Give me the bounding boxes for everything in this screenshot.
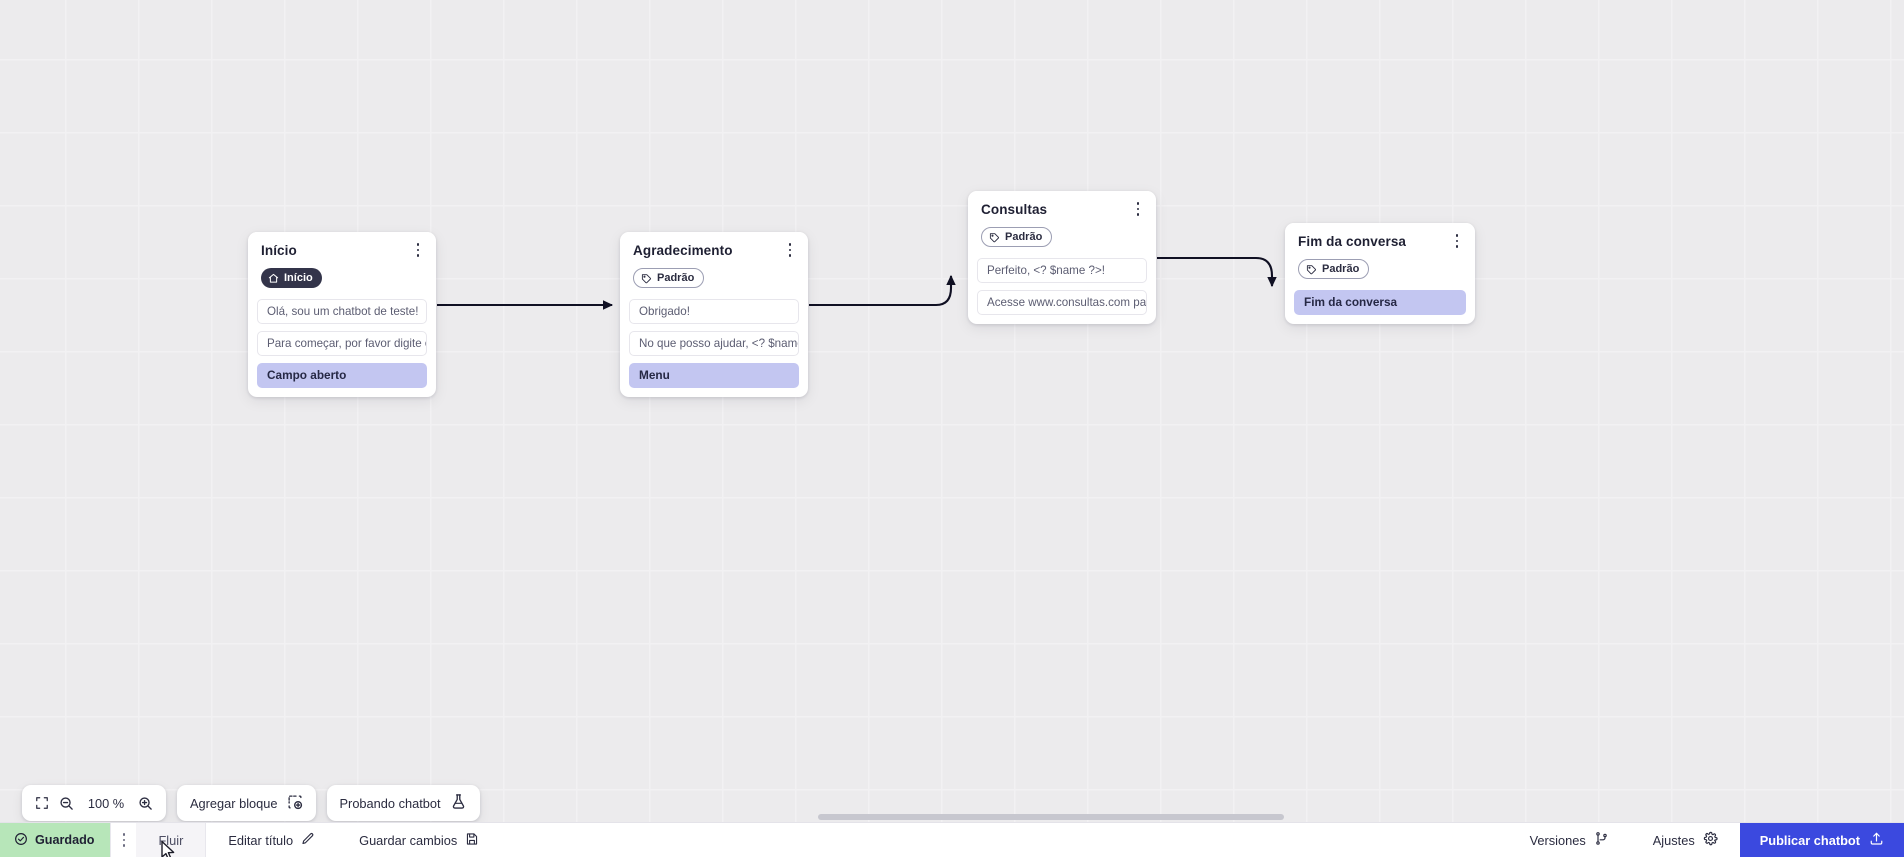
- status-badge[interactable]: Padrão: [633, 268, 705, 288]
- node-title: Agradecimento: [633, 243, 733, 258]
- save-icon: [465, 832, 479, 849]
- scrollbar-thumb[interactable]: [818, 814, 1284, 820]
- add-block-label: Agregar bloque: [190, 795, 278, 811]
- settings-button[interactable]: Ajustes: [1631, 823, 1740, 857]
- gear-icon: [1703, 831, 1718, 849]
- saved-status-label: Guardado: [35, 833, 95, 847]
- flow-node-inicio[interactable]: Início Início Olá, sou um c: [248, 232, 436, 397]
- status-badge[interactable]: Início: [261, 268, 322, 288]
- settings-label: Ajustes: [1652, 832, 1695, 848]
- node-body: Fim da conversa: [1285, 289, 1475, 315]
- node-message-row[interactable]: Para começar, por favor digite o ...: [257, 330, 427, 356]
- node-header: Agradecimento Padrão: [620, 232, 808, 299]
- canvas-horizontal-scrollbar[interactable]: [0, 811, 1904, 822]
- zoom-out-icon[interactable]: [59, 796, 74, 811]
- fit-screen-icon[interactable]: [35, 796, 49, 810]
- node-body: Obrigado! No que posso ajudar, <? $name …: [620, 298, 808, 388]
- test-chatbot-label: Probando chatbot: [339, 795, 441, 811]
- flow-canvas[interactable]: Início Início Olá, sou um c: [0, 0, 1904, 822]
- save-changes-label: Guardar cambios: [359, 832, 458, 848]
- tag-icon: [1306, 264, 1317, 275]
- add-block-group: Agregar bloque: [177, 785, 316, 821]
- node-badge-row: Padrão: [633, 268, 795, 289]
- kebab-menu-icon[interactable]: [1129, 199, 1147, 219]
- node-title: Consultas: [981, 202, 1048, 217]
- canvas-toolbar: 100 % Agregar bloque: [22, 785, 480, 821]
- node-input-row[interactable]: Campo aberto: [257, 362, 427, 388]
- home-icon: [268, 273, 279, 284]
- kebab-menu-icon[interactable]: [409, 240, 427, 260]
- status-badge[interactable]: Padrão: [1298, 259, 1370, 279]
- save-changes-button[interactable]: Guardar cambios: [337, 823, 501, 857]
- kebab-menu-icon[interactable]: [781, 240, 799, 260]
- status-badge-label: Padrão: [1322, 262, 1360, 275]
- node-message-row[interactable]: No que posso ajudar, <? $name ...: [629, 330, 799, 356]
- node-badge-row: Início: [261, 268, 423, 289]
- node-body: Olá, sou um chatbot de teste! Para começ…: [248, 298, 436, 388]
- node-header: Consultas Padrão: [968, 191, 1156, 258]
- node-message-row[interactable]: Obrigado!: [629, 298, 799, 324]
- node-body: Perfeito, <? $name ?>! Acesse www.consul…: [968, 257, 1156, 315]
- flow-node-consultas[interactable]: Consultas Padrão Perfeito,: [968, 191, 1156, 324]
- edge-agradecimento-to-consultas: [809, 274, 956, 307]
- flow-node-fim-da-conversa[interactable]: Fim da conversa Padrão Fim: [1285, 223, 1475, 324]
- pencil-icon: [301, 832, 315, 849]
- kebab-menu-icon[interactable]: [110, 823, 136, 857]
- node-badge-row: Padrão: [1298, 259, 1462, 280]
- edit-title-label: Editar título: [228, 832, 294, 848]
- node-input-row[interactable]: Menu: [629, 362, 799, 388]
- flask-icon: [450, 793, 467, 813]
- edge-layer: [437, 256, 1277, 310]
- statusbar-spacer: [501, 823, 1507, 857]
- branch-icon: [1594, 831, 1609, 849]
- node-title: Fim da conversa: [1298, 234, 1407, 249]
- check-circle-icon: [14, 832, 28, 849]
- versions-button[interactable]: Versiones: [1508, 823, 1631, 857]
- node-badge-row: Padrão: [981, 227, 1143, 248]
- add-block-button[interactable]: Agregar bloque: [190, 794, 303, 813]
- edit-title-button[interactable]: Editar título: [206, 823, 337, 857]
- status-badge-label: Início: [284, 271, 313, 284]
- node-message-row[interactable]: Olá, sou um chatbot de teste!: [257, 298, 427, 324]
- tab-fluir[interactable]: Fluir: [136, 823, 207, 857]
- zoom-in-icon[interactable]: [138, 796, 153, 811]
- node-title: Início: [261, 243, 297, 258]
- tag-icon: [989, 232, 1000, 243]
- status-bar: Guardado Fluir Editar título Guardar cam…: [0, 822, 1904, 857]
- zoom-controls: 100 %: [22, 785, 166, 821]
- flow-node-agradecimento[interactable]: Agradecimento Padrão Obriga: [620, 232, 808, 397]
- kebab-menu-icon[interactable]: [1448, 231, 1466, 251]
- zoom-level: 100 %: [87, 795, 125, 811]
- edge-consultas-to-fim: [1157, 256, 1277, 288]
- upload-icon: [1869, 831, 1884, 849]
- test-chatbot-group: Probando chatbot: [326, 785, 480, 821]
- add-block-icon: [287, 794, 303, 813]
- publish-chatbot-button[interactable]: Publicar chatbot: [1739, 823, 1904, 857]
- node-input-row[interactable]: Fim da conversa: [1294, 289, 1466, 315]
- versions-label: Versiones: [1529, 832, 1586, 848]
- status-badge[interactable]: Padrão: [981, 227, 1053, 247]
- node-header: Início Início: [248, 232, 436, 299]
- node-message-row[interactable]: Acesse www.consultas.com par...: [977, 289, 1147, 315]
- status-badge-label: Padrão: [657, 271, 695, 284]
- publish-chatbot-label: Publicar chatbot: [1759, 832, 1860, 848]
- status-badge-label: Padrão: [1005, 230, 1043, 243]
- node-message-row[interactable]: Perfeito, <? $name ?>!: [977, 257, 1147, 283]
- saved-status-badge: Guardado: [0, 823, 111, 857]
- node-header: Fim da conversa Padrão: [1285, 223, 1475, 290]
- test-chatbot-button[interactable]: Probando chatbot: [340, 793, 467, 813]
- tag-icon: [641, 273, 652, 284]
